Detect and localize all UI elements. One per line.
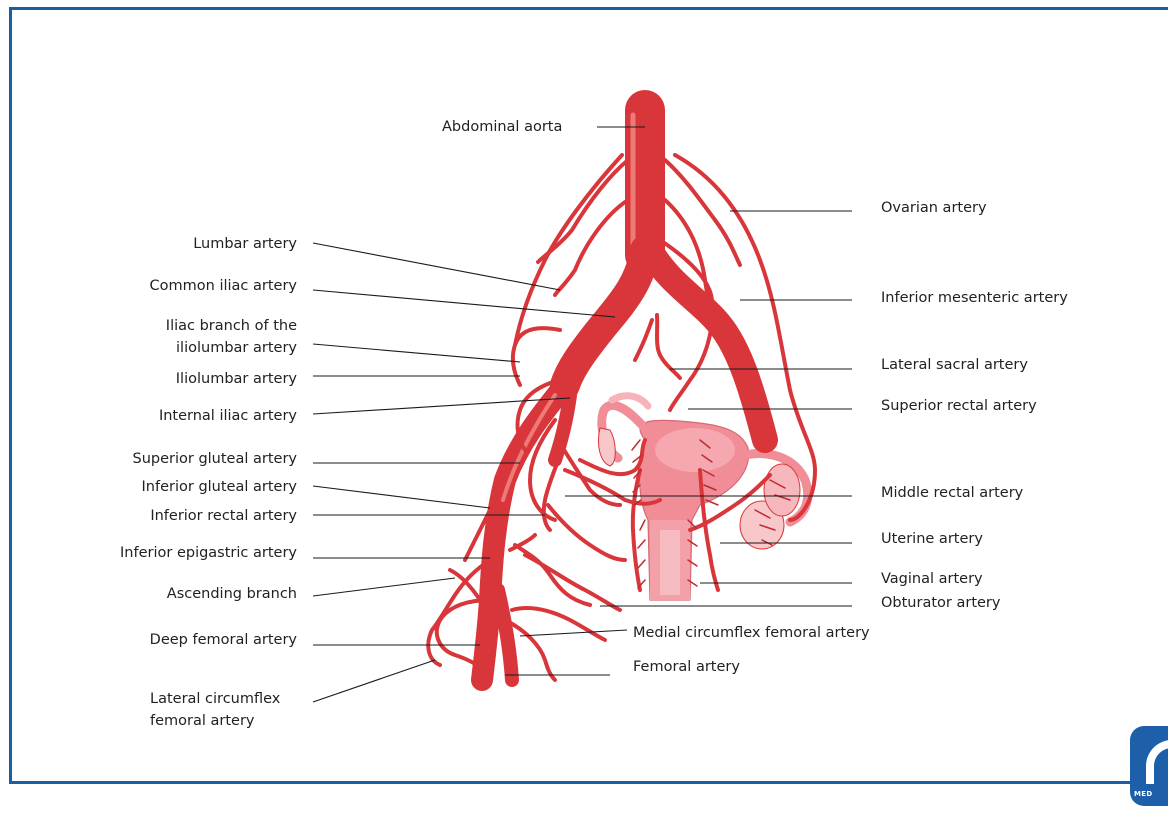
label-deep-femoral-artery: Deep femoral artery xyxy=(150,632,298,648)
label-medial-circumflex-femoral-artery: Medial circumflex femoral artery xyxy=(633,625,870,641)
publisher-logo: MED xyxy=(1130,726,1168,806)
label-iliolumbar-artery: Iliolumbar artery xyxy=(176,371,298,387)
label-superior-gluteal-artery: Superior gluteal artery xyxy=(133,451,298,467)
label-obturator-artery: Obturator artery xyxy=(881,595,1001,611)
label-lateral-circumflex-line1: Lateral circumflex xyxy=(150,691,281,707)
label-middle-rectal-artery: Middle rectal artery xyxy=(881,485,1024,501)
label-lateral-sacral-artery: Lateral sacral artery xyxy=(881,357,1028,373)
label-femoral-artery: Femoral artery xyxy=(633,659,740,675)
label-common-iliac-artery: Common iliac artery xyxy=(150,278,298,294)
logo-arch-icon xyxy=(1146,740,1168,784)
label-inferior-epigastric-artery: Inferior epigastric artery xyxy=(120,545,297,561)
logo-text: MED xyxy=(1134,790,1152,798)
labels: Abdominal aorta Ovarian artery Lumbar ar… xyxy=(120,119,1068,729)
artery-illustration xyxy=(428,110,815,680)
label-inferior-gluteal-artery: Inferior gluteal artery xyxy=(142,479,298,495)
label-iliac-branch-line2: iliolumbar artery xyxy=(176,340,297,356)
label-inferior-mesenteric-artery: Inferior mesenteric artery xyxy=(881,290,1068,306)
label-iliac-branch-line1: Iliac branch of the xyxy=(166,318,297,334)
label-inferior-rectal-artery: Inferior rectal artery xyxy=(150,508,297,524)
label-superior-rectal-artery: Superior rectal artery xyxy=(881,398,1037,414)
label-uterine-artery: Uterine artery xyxy=(881,531,983,547)
label-internal-iliac-artery: Internal iliac artery xyxy=(159,408,297,424)
label-abdominal-aorta: Abdominal aorta xyxy=(442,119,562,135)
label-lumbar-artery: Lumbar artery xyxy=(193,236,297,252)
label-ovarian-artery: Ovarian artery xyxy=(881,200,987,216)
label-ascending-branch: Ascending branch xyxy=(167,586,297,602)
label-vaginal-artery: Vaginal artery xyxy=(881,571,983,587)
label-lateral-circumflex-line2: femoral artery xyxy=(150,713,255,729)
